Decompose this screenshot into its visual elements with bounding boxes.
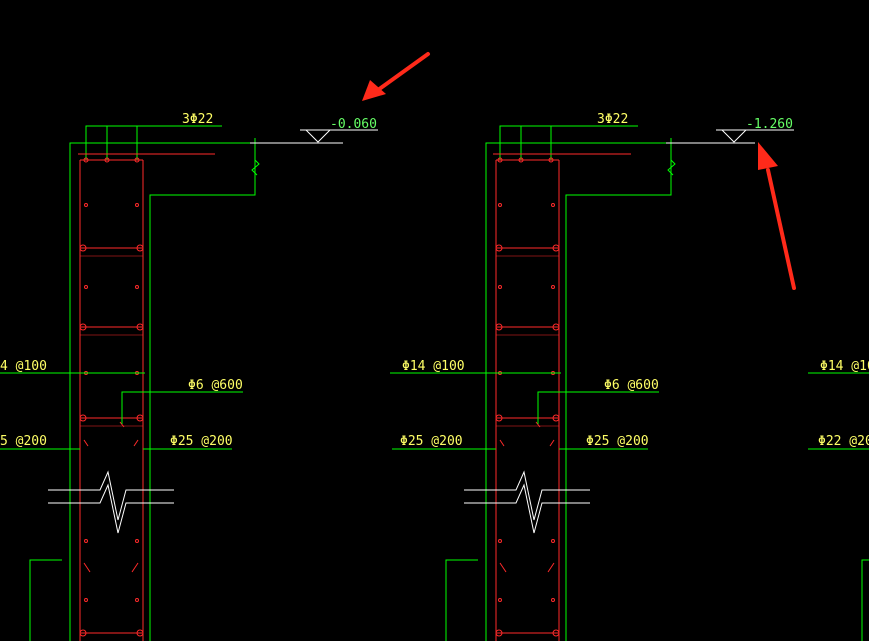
red-arrow-icon <box>758 142 796 290</box>
section-3-left-label-1: Φ14 @100 <box>820 359 869 374</box>
section-2-elevation-label: -1.260 <box>746 117 793 132</box>
section-2 <box>390 125 794 641</box>
section-1-elevation-label: -0.060 <box>330 117 377 132</box>
red-arrow-icon <box>362 52 430 101</box>
section-3 <box>808 372 869 641</box>
section-1-left-label-1: 4 @100 <box>0 359 47 374</box>
section-2-top-bar-label: 3Φ22 <box>597 112 628 127</box>
section-1-right-label: Φ25 @200 <box>170 434 233 449</box>
section-1-top-bar-label: 3Φ22 <box>182 112 213 127</box>
section-2-left-label-1: Φ14 @100 <box>402 359 465 374</box>
section-2-left-label-2: Φ25 @200 <box>400 434 463 449</box>
section-1-stirrup-label: Φ6 @600 <box>188 378 243 393</box>
section-1 <box>0 125 378 641</box>
section-1-left-label-2: 5 @200 <box>0 434 47 449</box>
section-2-stirrup-label: Φ6 @600 <box>604 378 659 393</box>
section-2-right-label: Φ25 @200 <box>586 434 649 449</box>
section-3-left-label-2: Φ22 @200 <box>818 434 869 449</box>
